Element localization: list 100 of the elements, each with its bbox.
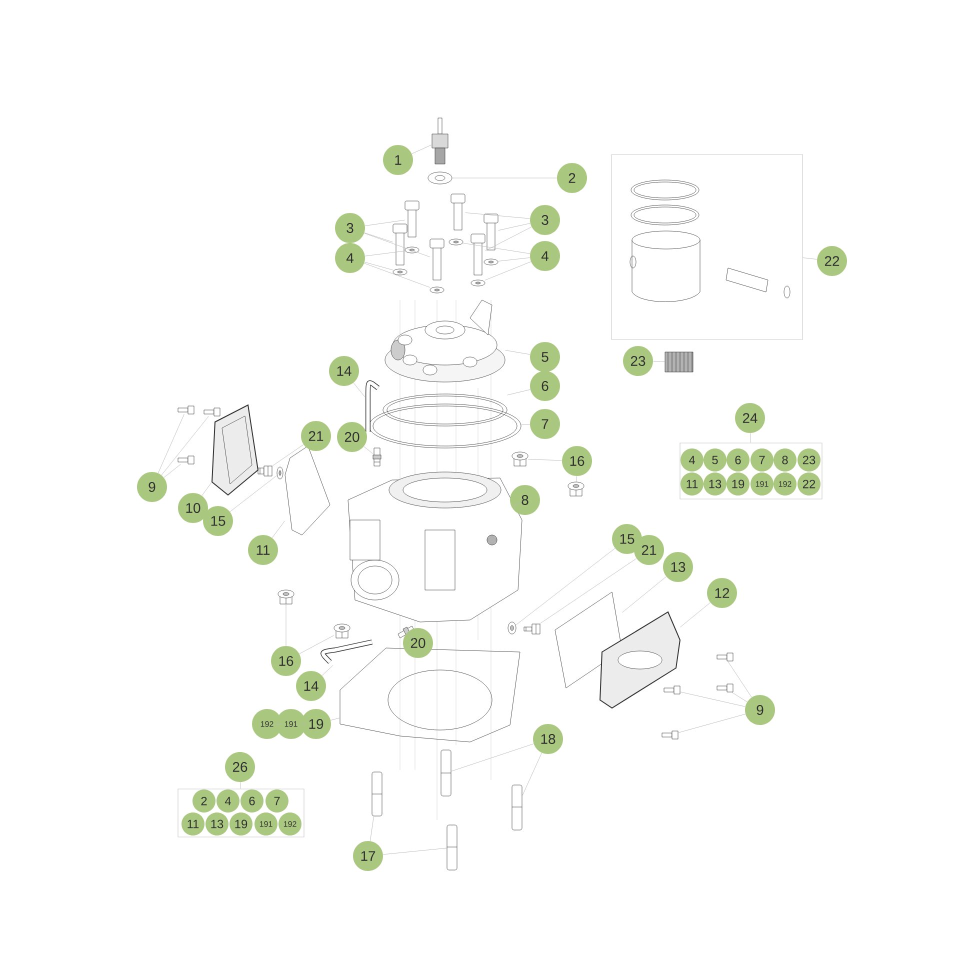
leader-line [680,692,746,707]
washer [448,238,464,246]
leader-line [511,501,522,508]
leader-line [272,520,286,538]
callout-number: 11 [182,812,204,836]
leader-line [520,424,530,425]
washer [428,172,452,184]
callout-number: 15 [203,506,233,536]
hose [366,380,380,432]
washer [404,246,420,254]
leader-line [353,382,366,398]
cylinder-head [384,300,506,382]
callout-number: 9 [137,472,167,502]
callout-number: 6 [726,448,750,472]
leader-line [364,250,406,256]
callout-number: 26 [225,752,255,782]
bolt [664,686,680,694]
leader-line [504,350,530,355]
leader-line [652,361,666,362]
nut [568,482,584,496]
washer [276,466,284,480]
leader-line [364,232,394,242]
leader-line [364,446,374,454]
callout-number: 4 [680,448,704,472]
callout-number: 11 [248,535,278,565]
nut [278,590,294,604]
callout-number: 8 [510,485,540,515]
screw [524,624,540,634]
callout-number: 10 [178,493,208,523]
callout-number: 24 [735,403,765,433]
callout-number: 2 [192,790,216,812]
leader-line [750,432,751,443]
leader-line [680,602,710,628]
o-ring [382,394,508,426]
callout-number: 13 [663,552,693,582]
leader-line [622,576,666,613]
leader-line [678,714,746,733]
leader-line [484,261,532,280]
callout-number: 4 [335,243,365,273]
callout-number: 23 [623,346,653,376]
leader-line [516,548,616,625]
callout-number: 7 [266,790,288,812]
leader-line [484,226,532,252]
callout-number: 13 [704,472,726,496]
callout-number: 16 [562,446,592,476]
callout-number: 11 [680,472,704,496]
washer [430,286,444,294]
washer [484,258,498,266]
cover [600,611,681,709]
nut [512,452,528,466]
callout-number: 19 [230,812,252,836]
bolt [430,238,444,280]
spark-plug [432,118,448,164]
callout-number: 20 [337,422,367,452]
bolt [450,194,466,230]
bolt [716,652,734,662]
leader-line [158,414,184,474]
callout-number: 14 [296,671,326,701]
bolt [484,214,498,250]
callout-number: 19 [301,709,331,739]
leader-line [412,144,432,154]
leader-line [576,476,577,482]
callout-number: 21 [301,421,331,451]
gasket [284,446,330,536]
leader-line [498,223,530,231]
bolt [392,224,408,266]
callout-number: 191 [254,812,278,836]
leader-line [202,482,212,496]
cover [212,404,259,496]
leader-line [364,263,430,288]
washer [392,268,408,276]
hose [320,640,373,664]
leader-line [272,444,304,466]
callout-number: 19 [726,472,750,496]
callout-number: 5 [704,448,726,472]
leader-line [161,416,209,476]
leader-line [506,389,530,396]
leader-line [464,212,530,219]
callout-number: 2 [557,163,587,193]
callout-number: 22 [817,246,847,276]
bolt [204,408,220,416]
callout-number: 17 [353,841,383,871]
callout-number: 6 [240,790,264,812]
leader-line [731,692,748,702]
callout-number: 192 [278,812,302,836]
callout-number: 3 [530,205,560,235]
leader-line [522,752,542,796]
callout-number: 20 [403,628,433,658]
needle-bearing [664,352,694,372]
callout-number: 21 [634,535,664,565]
cylinder [348,472,522,622]
base-gasket [340,648,520,742]
callout-number: 13 [206,812,228,836]
callout-number: 191 [276,709,306,739]
callout-number: 3 [335,213,365,243]
dowel-pin [512,784,522,830]
washer [470,280,486,286]
callout-number: 6 [530,371,560,401]
leader-line [498,257,530,262]
callout-number: 22 [798,472,820,496]
